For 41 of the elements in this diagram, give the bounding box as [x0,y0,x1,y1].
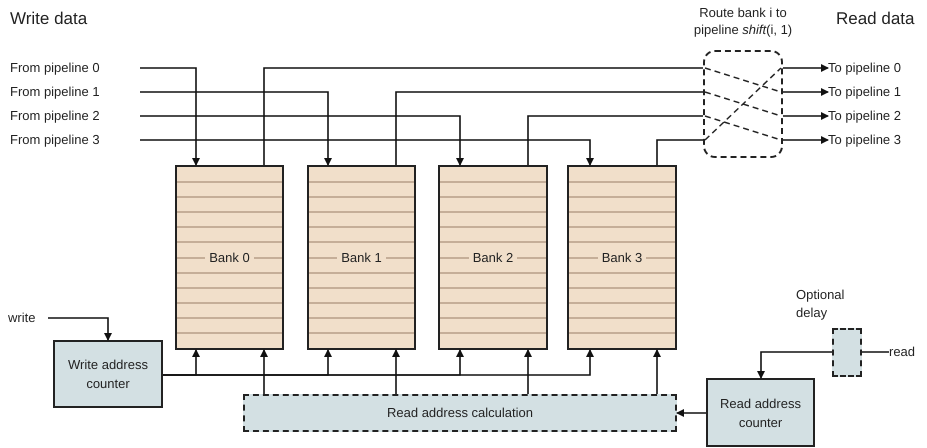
connector-arrow [140,67,200,166]
memory-bank [438,165,548,350]
counter-box: Read address counter [706,378,815,447]
calculation-box: Read address calculation [243,394,677,432]
signal-label: To pipeline 0 [828,59,924,77]
counter-box: Write address counter [53,340,163,408]
memory-bank [307,165,416,350]
connector-arrow [260,349,268,394]
connector-arrow [392,349,400,394]
connector-arrow [783,88,829,96]
signal-label: To pipeline 2 [828,107,924,125]
connector-arrow [140,115,464,166]
signal-label: write [8,309,48,327]
connector-arrow [757,351,832,379]
connector-arrow [653,349,661,394]
signal-label: To pipeline 1 [828,83,924,101]
connector-arrow [140,91,332,166]
signal-label: From pipeline 1 [10,83,140,101]
connector-arrow [783,136,829,144]
connector-arrow [676,409,706,417]
signal-label: read [889,343,925,361]
connector-arrow [783,112,829,120]
connector-arrow [48,317,112,341]
signal-label: From pipeline 3 [10,131,140,149]
bank-label: Bank 2 [468,250,518,266]
signal-label: From pipeline 0 [10,59,140,77]
connector-arrow [140,139,594,166]
section-heading: Write data [10,8,88,30]
connector-arrow [163,349,594,376]
bank-label: Bank 3 [598,250,646,266]
delay-heading: Optional delay [796,286,846,322]
section-heading: Read data [836,8,914,30]
connector-arrow [524,349,532,394]
signal-label: To pipeline 3 [828,131,924,149]
bank-label: Bank 0 [205,250,254,266]
bank-label: Bank 1 [337,250,386,266]
memory-bank [567,165,677,350]
connector-arrow [783,64,829,72]
router-heading: Route bank i to pipeline shift(i, 1) [692,4,794,38]
signal-label: From pipeline 2 [10,107,140,125]
memory-bank [175,165,284,350]
